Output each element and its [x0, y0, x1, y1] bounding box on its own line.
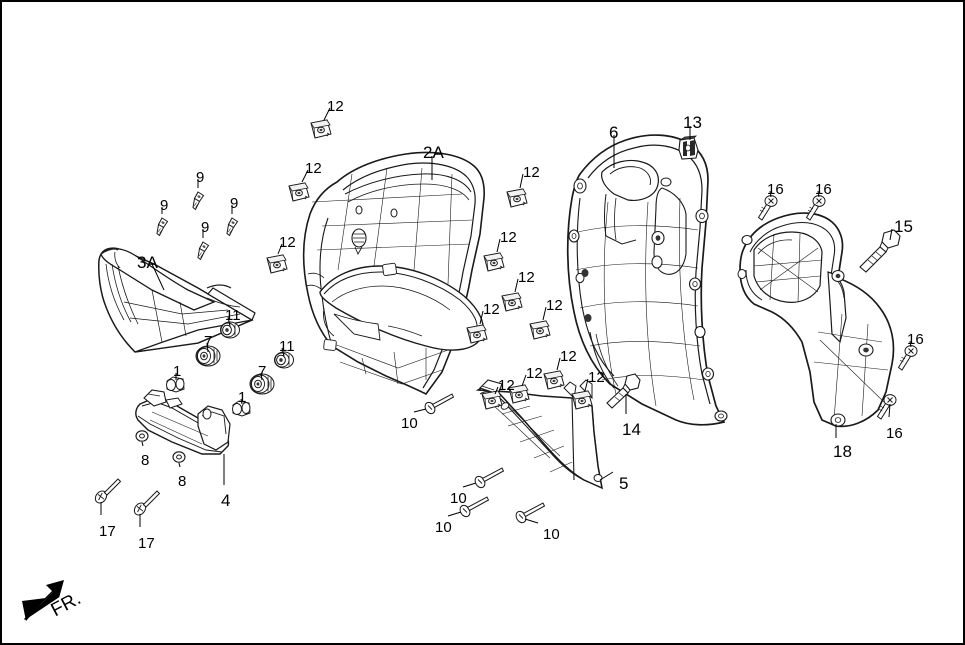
part-ref-label-9: 9 [196, 169, 205, 186]
part-ref-label-1: 1 [173, 363, 182, 380]
part-3a-shape [98, 247, 256, 353]
part-ref-label-8: 8 [141, 452, 150, 469]
part-ref-label-17: 17 [99, 523, 116, 540]
part-ref-label-12: 12 [279, 234, 296, 251]
part-ref-label-10: 10 [401, 415, 418, 432]
part-ref-label-12: 12 [483, 301, 500, 318]
leader-lines [100, 107, 912, 527]
part-ref-label-13: 13 [683, 113, 702, 132]
part-ref-label-6: 6 [609, 123, 619, 142]
part-ref-label-12: 12 [305, 160, 322, 177]
part-ref-label-10: 10 [543, 526, 560, 543]
part-ref-label-16: 16 [886, 425, 903, 442]
part-ref-label-17: 17 [138, 535, 155, 552]
part-ref-label-12: 12 [546, 297, 563, 314]
part-4-shape [135, 389, 231, 455]
part-ref-label-2A: 2A [423, 143, 444, 162]
part-ref-label-12: 12 [498, 377, 515, 394]
part-ref-label-12: 12 [526, 365, 543, 382]
part-2a-shape [302, 151, 485, 396]
part-ref-label-9: 9 [230, 195, 239, 212]
bolt-15-shape [859, 229, 901, 273]
part-ref-label-3A: 3A [137, 253, 158, 272]
fr-arrow-icon [22, 580, 64, 621]
part-ref-label-18: 18 [833, 442, 852, 461]
part-13-shape [678, 135, 699, 160]
part-ref-label-16: 16 [907, 331, 924, 348]
part-ref-label-9: 9 [160, 197, 169, 214]
part-ref-label-9: 9 [201, 219, 210, 236]
part-ref-label-4: 4 [221, 491, 231, 510]
part-ref-label-16: 16 [767, 181, 784, 198]
part-ref-label-12: 12 [523, 164, 540, 181]
part-ref-label-10: 10 [435, 519, 452, 536]
part-ref-label-16: 16 [815, 181, 832, 198]
part-ref-label-12: 12 [518, 269, 535, 286]
part-ref-label-12: 12 [327, 98, 344, 115]
part-ref-label-15: 15 [894, 217, 913, 236]
bolt-14-shape [606, 373, 641, 409]
part-ref-label-12: 12 [588, 369, 605, 386]
part-ref-label-7: 7 [258, 363, 267, 380]
part-ref-label-12: 12 [500, 229, 517, 246]
screw-9-group [156, 191, 238, 260]
part-18-shape [737, 212, 895, 428]
part-ref-label-11: 11 [279, 338, 295, 355]
screw-17-group [92, 478, 160, 518]
part-ref-label-12: 12 [560, 348, 577, 365]
part-ref-label-14: 14 [622, 420, 641, 439]
part-ref-label-8: 8 [178, 473, 187, 490]
part-ref-label-10: 10 [450, 490, 467, 507]
part-ref-label-7: 7 [204, 333, 213, 350]
part-ref-label-5: 5 [619, 474, 629, 493]
part-ref-label-11: 11 [225, 307, 241, 324]
part-ref-label-1: 1 [238, 389, 247, 406]
part-6-shape [566, 134, 728, 426]
